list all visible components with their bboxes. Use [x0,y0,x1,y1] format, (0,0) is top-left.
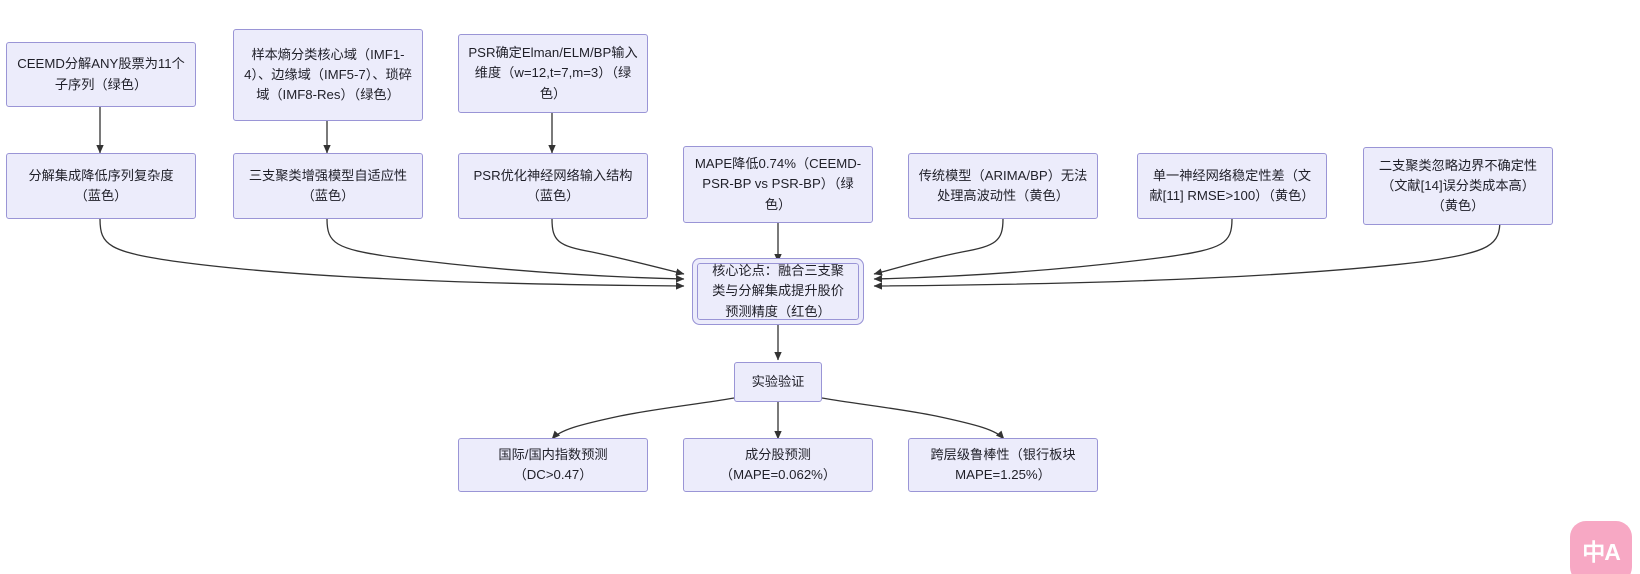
node-two-way-clustering-boundary[interactable]: 二支聚类忽略边界不确定性（文献[14]误分类成本高）（黄色） [1363,147,1553,225]
edge-experiment-to-index [551,397,735,440]
watermark-badge: 中A [1570,521,1632,574]
node-label: PSR优化神经网络输入结构（蓝色） [473,167,633,203]
node-traditional-models-limitation[interactable]: 传统模型（ARIMA/BP）无法处理高波动性（黄色） [908,153,1098,219]
node-single-network-instability[interactable]: 单一神经网络稳定性差（文献[11] RMSE>100）（黄色） [1137,153,1327,219]
node-label: 分解集成降低序列复杂度（蓝色） [28,167,174,203]
node-label: 实验验证 [751,373,805,389]
edge-experiment-to-robust [821,397,1005,440]
node-three-way-clustering-adaptivity[interactable]: 三支聚类增强模型自适应性（蓝色） [233,153,423,219]
node-label: 核心论点：融合三支聚类与分解集成提升股价预测精度（红色） [712,263,844,319]
node-psr-input-dimension[interactable]: PSR确定Elman/ELM/BP输入维度（w=12,t=7,m=3）（绿色） [458,34,648,113]
node-label: 二支聚类忽略边界不确定性（文献[14]误分类成本高）（黄色） [1378,157,1538,214]
node-label: 国际/国内指数预测（DC>0.47） [498,446,608,482]
node-mape-reduction[interactable]: MAPE降低0.74%（CEEMD-PSR-BP vs PSR-BP）（绿色） [683,146,873,223]
node-label: 成分股预测（MAPE=0.062%） [719,446,837,482]
edge-arima-to-core [873,218,1004,276]
node-label: CEEMD分解ANY股票为11个子序列（绿色） [17,56,185,92]
node-label: MAPE降低0.74%（CEEMD-PSR-BP vs PSR-BP）（绿色） [694,156,862,212]
edge-singlenn-to-core [873,218,1233,283]
node-label: PSR确定Elman/ELM/BP输入维度（w=12,t=7,m=3）（绿色） [468,45,638,101]
edge-cluster-to-core [326,218,685,283]
node-decomposition-reduces-complexity[interactable]: 分解集成降低序列复杂度（蓝色） [6,153,196,219]
node-label: 单一神经网络稳定性差（文献[11] RMSE>100）（黄色） [1149,167,1315,203]
node-ceemd-decomposition[interactable]: CEEMD分解ANY股票为11个子序列（绿色） [6,42,196,107]
node-index-forecast[interactable]: 国际/国内指数预测（DC>0.47） [458,438,648,492]
node-label: 跨层级鲁棒性（银行板块MAPE=1.25%） [930,446,1076,482]
node-psr-optimizes-network-input[interactable]: PSR优化神经网络输入结构（蓝色） [458,153,648,219]
node-label: 传统模型（ARIMA/BP）无法处理高波动性（黄色） [918,167,1088,203]
edge-twoway-to-core [873,218,1501,290]
edge-decomp-to-core [99,218,685,290]
edge-psrstruct-to-core [551,218,685,276]
node-label: 样本熵分类核心域（IMF1-4）、边缘域（IMF5-7）、琐碎域（IMF8-Re… [244,46,412,103]
watermark-text: 中A [1582,538,1621,565]
node-core-argument[interactable]: 核心论点：融合三支聚类与分解集成提升股价预测精度（红色） [694,260,862,323]
node-sample-entropy-classification[interactable]: 样本熵分类核心域（IMF1-4）、边缘域（IMF5-7）、琐碎域（IMF8-Re… [233,29,423,121]
node-cross-level-robustness[interactable]: 跨层级鲁棒性（银行板块MAPE=1.25%） [908,438,1098,492]
node-experimental-validation[interactable]: 实验验证 [734,362,822,402]
node-label: 三支聚类增强模型自适应性（蓝色） [248,167,408,203]
node-constituent-stock-forecast[interactable]: 成分股预测（MAPE=0.062%） [683,438,873,492]
